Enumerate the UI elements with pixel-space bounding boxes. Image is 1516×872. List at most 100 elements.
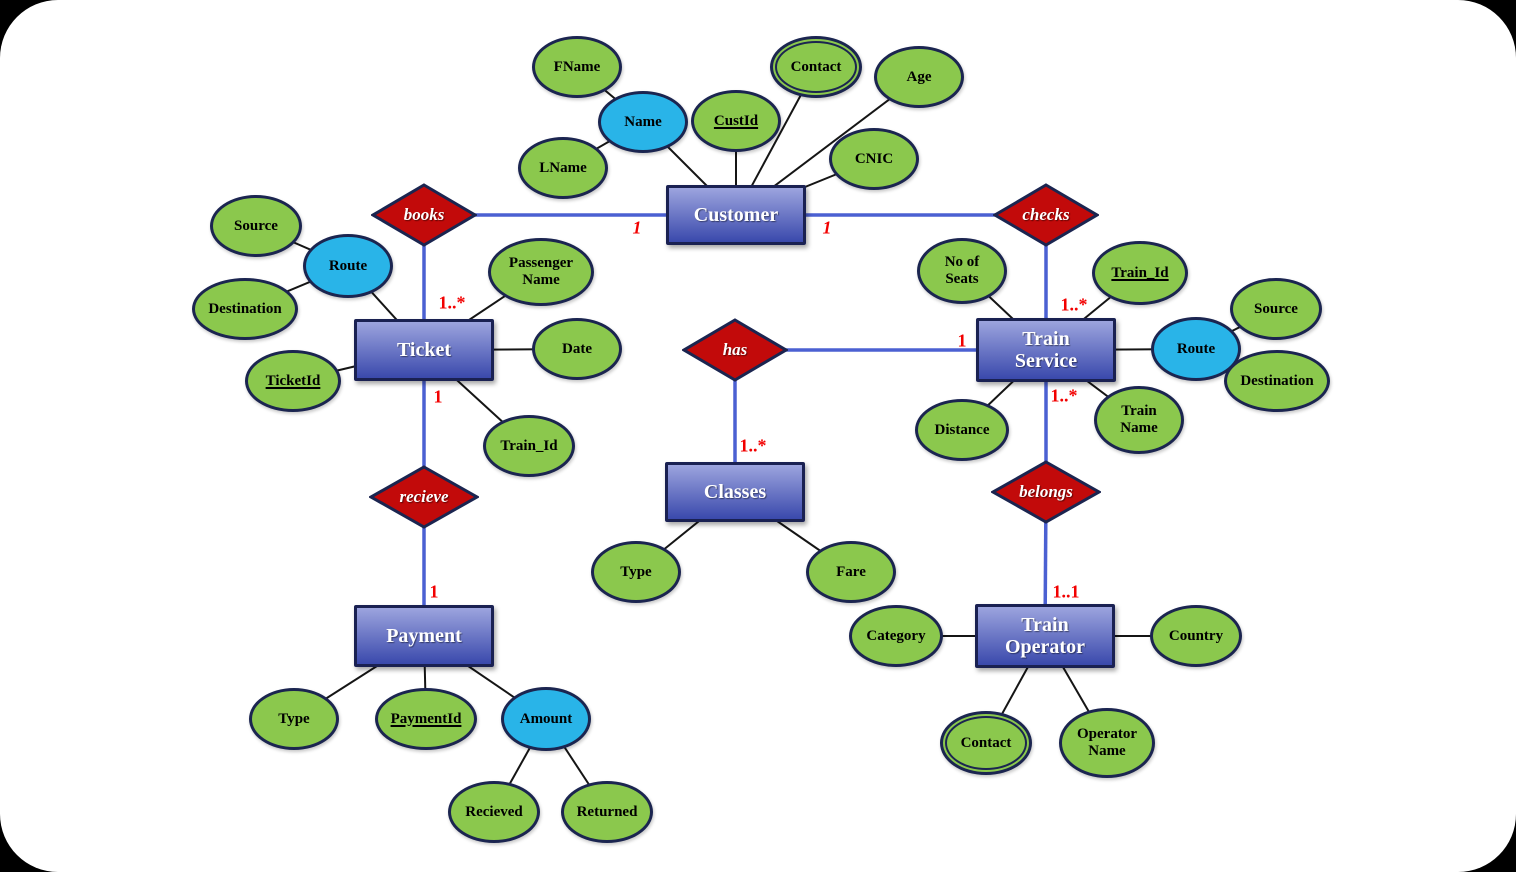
entity-label: Payment — [386, 624, 462, 647]
diamond-shape — [682, 318, 788, 382]
cardinality-label: 1..* — [438, 292, 466, 313]
cardinality-label: 1..* — [1050, 385, 1078, 406]
attribute-label: Route — [1176, 340, 1216, 357]
attribute-label: TicketId — [265, 372, 321, 389]
attribute-label: Route — [328, 257, 368, 274]
attribute-label: Source — [234, 217, 278, 234]
diamond-shape — [993, 183, 1099, 247]
entity-customer: Customer — [666, 185, 806, 245]
relationship-belongs: belongs — [991, 460, 1101, 524]
attribute-contact2: Contact — [940, 711, 1032, 775]
attribute-label: LName — [539, 159, 587, 176]
attribute-custid: CustId — [691, 90, 781, 152]
cardinality-label: 1 — [429, 581, 439, 602]
cardinality-label: 1..* — [1060, 294, 1088, 315]
cardinality-label: 1 — [822, 217, 832, 238]
relationship-recieve: recieve — [369, 465, 479, 529]
attribute-label: Date — [562, 340, 592, 357]
entity-trainoperator: Train Operator — [975, 604, 1115, 668]
attribute-source1: Source — [210, 195, 302, 257]
entity-payment: Payment — [354, 605, 494, 667]
cardinality-label: 1 — [957, 330, 967, 351]
entity-classes: Classes — [665, 462, 805, 522]
attribute-label: Contact — [790, 58, 842, 75]
attribute-lname: LName — [518, 137, 608, 199]
entity-label: Train Operator — [1005, 613, 1085, 658]
attribute-paymentid: PaymentId — [375, 688, 477, 750]
relationship-has: has — [682, 318, 788, 382]
entity-label: Train Service — [1014, 327, 1078, 372]
attribute-label: Fare — [836, 563, 866, 580]
attribute-label: Train_Id — [500, 437, 558, 454]
attribute-amount: Amount — [501, 687, 591, 751]
attribute-label: CNIC — [854, 150, 894, 167]
attribute-source2: Source — [1230, 278, 1322, 340]
attribute-contact1: Contact — [770, 36, 862, 98]
attribute-label: Passenger Name — [508, 255, 574, 288]
diamond-shape — [371, 183, 477, 247]
entity-label: Classes — [703, 480, 767, 503]
attribute-seats: No of Seats — [917, 238, 1007, 304]
attribute-label: Category — [866, 627, 926, 644]
attribute-label: FName — [553, 58, 601, 75]
relationship-label: has — [722, 340, 748, 360]
attribute-returned: Returned — [561, 781, 653, 843]
relationship-label: recieve — [399, 487, 449, 507]
attribute-label: Returned — [576, 803, 638, 820]
attribute-distance: Distance — [915, 399, 1009, 461]
attribute-label: No of Seats — [944, 254, 980, 287]
relationship-label: belongs — [1019, 482, 1073, 502]
attribute-label: Country — [1168, 627, 1224, 644]
attribute-cnic: CNIC — [829, 128, 919, 190]
attribute-label: Train_Id — [1111, 264, 1169, 281]
attribute-pname: Passenger Name — [488, 238, 594, 306]
relationship-checks: checks — [993, 183, 1099, 247]
attribute-name: Name — [598, 91, 688, 153]
attribute-category: Category — [849, 605, 943, 667]
attribute-label: Contact — [960, 734, 1012, 751]
attribute-trainid1: Train_Id — [483, 415, 575, 477]
attribute-label: Type — [278, 710, 310, 727]
attribute-date: Date — [532, 318, 622, 380]
relationship-books: books — [371, 183, 477, 247]
attribute-label: Destination — [1240, 372, 1314, 389]
attribute-ticketid: TicketId — [245, 350, 341, 412]
entity-label: Customer — [693, 203, 779, 226]
attribute-label: Name — [624, 113, 662, 130]
attribute-dest2: Destination — [1224, 350, 1330, 412]
relationship-label: books — [403, 205, 445, 225]
attribute-label: Operator Name — [1077, 726, 1137, 759]
attribute-opname: Operator Name — [1059, 708, 1155, 778]
attribute-label: Amount — [519, 710, 573, 727]
cardinality-label: 1..* — [739, 435, 767, 456]
attribute-fname: FName — [532, 36, 622, 98]
attribute-fare: Fare — [806, 541, 896, 603]
entity-trainservice: Train Service — [976, 318, 1116, 382]
entity-label: Ticket — [396, 338, 452, 361]
attribute-label: Type — [620, 563, 652, 580]
entity-ticket: Ticket — [354, 319, 494, 381]
attribute-recieved: Recieved — [448, 781, 540, 843]
attribute-label: PaymentId — [390, 710, 462, 727]
attribute-dest1: Destination — [192, 278, 298, 340]
attribute-label: Source — [1254, 300, 1298, 317]
attribute-trainname: Train Name — [1094, 386, 1184, 454]
attribute-label: Age — [906, 68, 932, 85]
cardinality-label: 1 — [433, 386, 443, 407]
cardinality-label: 1..1 — [1052, 581, 1080, 602]
attribute-type1: Type — [591, 541, 681, 603]
attribute-route1: Route — [303, 234, 393, 298]
diamond-shape — [369, 465, 479, 529]
attribute-label: Train Name — [1120, 403, 1158, 436]
relationship-label: checks — [1022, 205, 1070, 225]
attribute-label: CustId — [713, 112, 759, 129]
cardinality-label: 1 — [632, 217, 642, 238]
attribute-label: Recieved — [465, 803, 523, 820]
diamond-shape — [991, 460, 1101, 524]
attribute-label: Destination — [208, 300, 282, 317]
attribute-label: Distance — [934, 421, 990, 438]
attribute-trainid2: Train_Id — [1092, 241, 1188, 305]
attribute-age: Age — [874, 46, 964, 108]
attribute-country: Country — [1150, 605, 1242, 667]
